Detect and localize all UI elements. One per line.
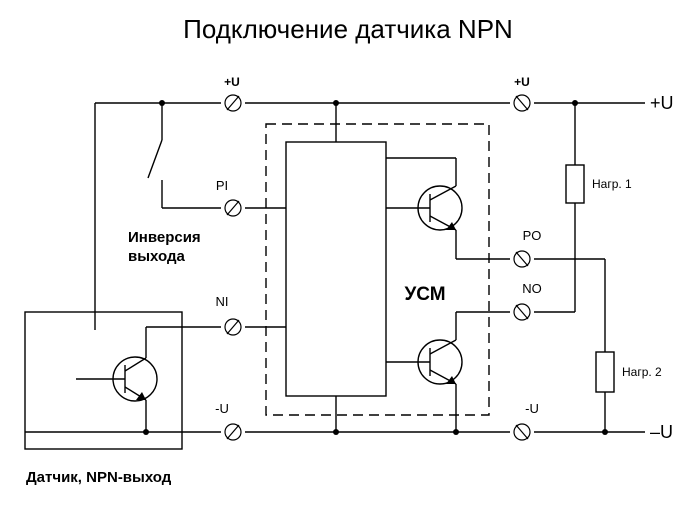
plus-rail (94, 100, 645, 330)
sensor-box (24, 311, 183, 450)
label-no: NO (522, 281, 542, 296)
inversion-label-line1: Инверсия (128, 229, 201, 246)
inversion-label-line2: выхода (128, 248, 185, 265)
terminal-no (513, 303, 531, 321)
label-pi: PI (216, 178, 228, 193)
terminal-left-minus (224, 423, 242, 441)
terminal-pi (224, 199, 242, 217)
terminal-right-plus (513, 94, 531, 112)
usm-label: УСМ (404, 284, 445, 305)
lower-output-transistor (386, 311, 510, 432)
terminal-po (513, 250, 531, 268)
terminal-right-minus (513, 423, 531, 441)
load-2-label: Нагр. 2 (622, 365, 662, 379)
rail-minus-label: –U (650, 422, 673, 442)
load-1-label: Нагр. 1 (592, 177, 632, 191)
sensor-transistor (76, 326, 182, 432)
sensor-label: Датчик, NPN-выход (26, 469, 172, 486)
rail-plus-label: +U (650, 93, 674, 113)
label-left-minus: -U (215, 401, 229, 416)
inversion-switch (147, 103, 221, 209)
load-1 (534, 103, 585, 313)
terminal-left-plus (224, 94, 242, 112)
minus-rail (25, 429, 645, 435)
diagram-title: Подключение датчика NPN (183, 14, 513, 44)
load-2 (534, 258, 615, 432)
label-right-plus: +U (514, 75, 530, 89)
upper-output-transistor (386, 157, 510, 260)
label-po: PO (523, 228, 542, 243)
label-ni: NI (216, 294, 229, 309)
usm-logic-block (285, 141, 387, 397)
terminal-ni (224, 318, 242, 336)
label-right-minus: -U (525, 401, 539, 416)
label-left-plus: +U (224, 75, 240, 89)
usm-boundary (265, 123, 490, 416)
